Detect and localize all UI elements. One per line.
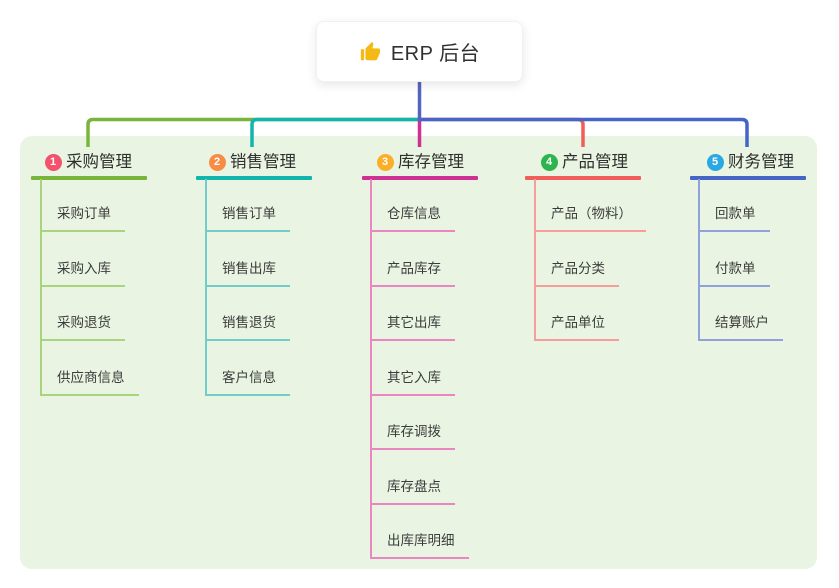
branch-node-3[interactable]: 库存管理: [398, 153, 464, 171]
child-rail-4: [534, 179, 536, 341]
child-node[interactable]: 产品分类: [535, 259, 619, 287]
thumbs-up-icon: [359, 41, 381, 63]
branch-underline-5: [690, 176, 806, 180]
branch-node-4[interactable]: 产品管理: [562, 153, 628, 171]
child-node[interactable]: 结算账户: [699, 313, 783, 341]
child-rail-1: [40, 179, 42, 396]
root-node[interactable]: ERP 后台: [316, 21, 523, 82]
child-rail-5: [698, 179, 700, 341]
child-node[interactable]: 库存调拨: [371, 422, 455, 450]
child-node[interactable]: 出库库明细: [371, 531, 469, 559]
child-node[interactable]: 客户信息: [206, 368, 290, 396]
branch-underline-3: [362, 176, 478, 180]
branch-underline-2: [196, 176, 312, 180]
child-node[interactable]: 仓库信息: [371, 204, 455, 232]
mindmap-panel: [20, 136, 817, 569]
child-node[interactable]: 其它入库: [371, 368, 455, 396]
child-node[interactable]: 销售退货: [206, 313, 290, 341]
branch-number-badge-3: 3: [376, 153, 394, 171]
child-node[interactable]: 其它出库: [371, 313, 455, 341]
root-node-label: ERP 后台: [390, 43, 481, 65]
child-node[interactable]: 采购退货: [41, 313, 125, 341]
child-rail-3: [370, 179, 372, 559]
child-rail-2: [205, 179, 207, 396]
child-node[interactable]: 库存盘点: [371, 477, 455, 505]
child-node[interactable]: 采购订单: [41, 204, 125, 232]
branch-number-badge-4: 4: [540, 153, 558, 171]
child-node[interactable]: 销售订单: [206, 204, 290, 232]
branch-node-1[interactable]: 采购管理: [66, 153, 132, 171]
branch-underline-4: [525, 176, 641, 180]
child-node[interactable]: 产品库存: [371, 259, 455, 287]
branch-underline-1: [31, 176, 147, 180]
child-node[interactable]: 采购入库: [41, 259, 125, 287]
branch-node-5[interactable]: 财务管理: [728, 153, 794, 171]
child-node[interactable]: 回款单: [699, 204, 770, 232]
branch-number-badge-5: 5: [706, 153, 724, 171]
branch-number-badge-1: 1: [44, 153, 62, 171]
branch-number-badge-2: 2: [208, 153, 226, 171]
child-node[interactable]: 销售出库: [206, 259, 290, 287]
child-node[interactable]: 付款单: [699, 259, 770, 287]
branch-node-2[interactable]: 销售管理: [230, 153, 296, 171]
child-node[interactable]: 产品（物料）: [535, 204, 646, 232]
child-node[interactable]: 供应商信息: [41, 368, 139, 396]
child-node[interactable]: 产品单位: [535, 313, 619, 341]
